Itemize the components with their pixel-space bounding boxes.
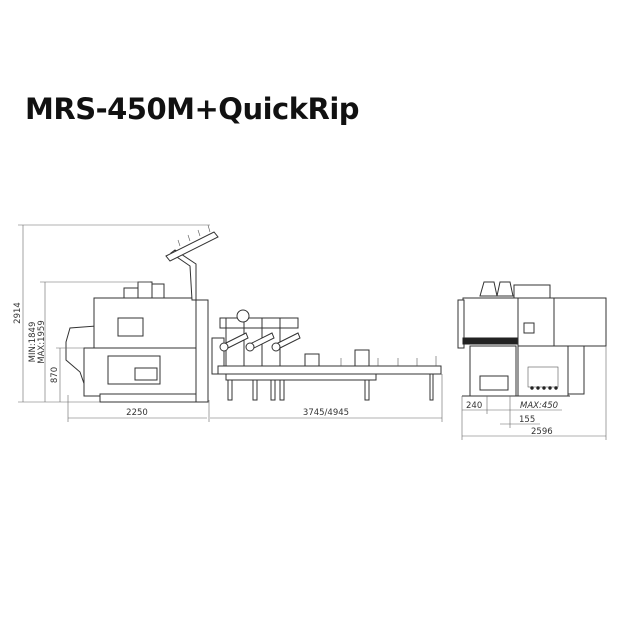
side-view-conveyor xyxy=(211,309,442,401)
dim-table-height: 870 xyxy=(50,367,60,383)
dim-min: 155 xyxy=(519,415,535,425)
dim-total-width: 2596 xyxy=(531,427,553,437)
drawing-title: MRS-450M+QuickRip xyxy=(25,92,360,126)
dim-height-max: MAX:1959 xyxy=(37,320,47,363)
dim-height-min: MIN:1849 xyxy=(28,322,38,363)
side-view-machine xyxy=(65,224,219,403)
dim-conveyor-length: 3745/4945 xyxy=(303,408,349,418)
dim-offset: 240 xyxy=(466,401,482,411)
dim-machine-length: 2250 xyxy=(126,408,148,418)
dim-max-width: MAX:450 xyxy=(520,401,558,411)
side-dimensions xyxy=(18,224,443,422)
front-dimensions xyxy=(461,346,607,440)
dim-total-height: 2914 xyxy=(13,302,23,324)
front-view-machine xyxy=(457,281,607,397)
